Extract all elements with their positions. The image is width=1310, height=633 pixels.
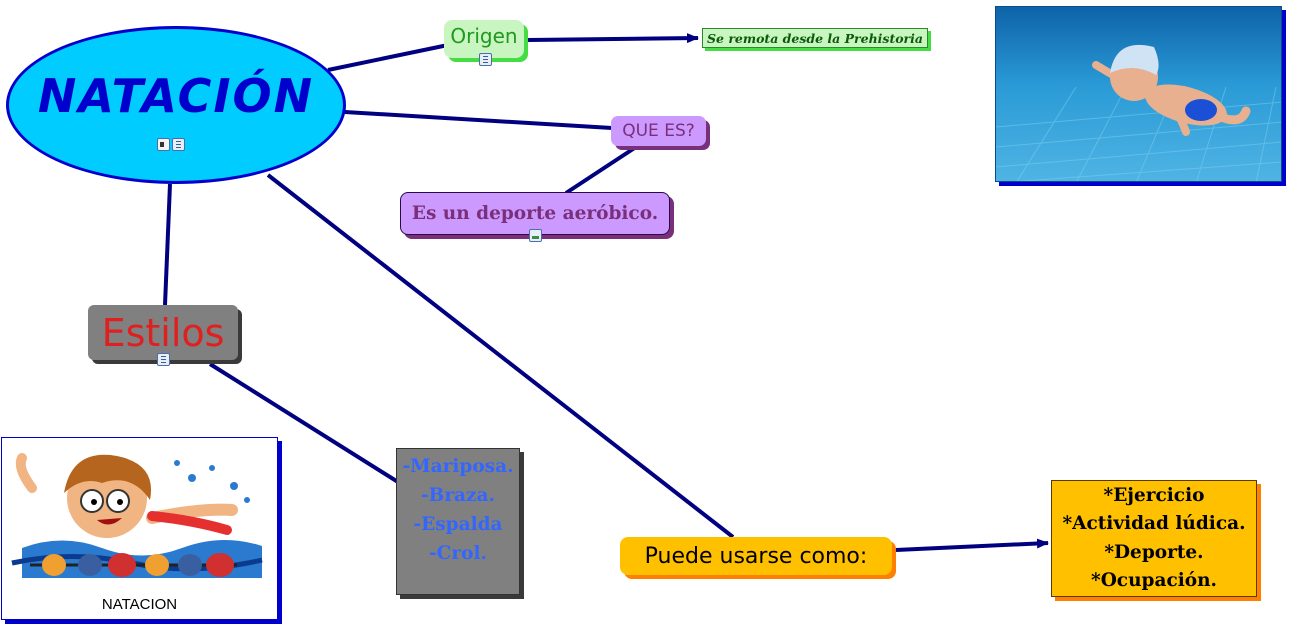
main-concept-node[interactable]: NATACIÓN	[6, 26, 346, 184]
style-item-espalda: -Espalda	[413, 514, 503, 535]
pool-illustration	[996, 44, 1281, 181]
link-estilos-list	[208, 362, 400, 484]
origen-node[interactable]: Origen	[444, 20, 524, 58]
swimming-baby-photo	[995, 6, 1282, 182]
style-item-mariposa: -Mariposa.	[402, 456, 514, 477]
usos-list-node[interactable]: *Ejercicio *Actividad lúdica. *Deporte. …	[1051, 480, 1257, 597]
link-origen-desc	[527, 33, 699, 44]
document-resource-icon[interactable]	[172, 138, 185, 151]
estilos-label: Estilos	[101, 310, 225, 355]
estilos-node[interactable]: Estilos	[88, 305, 238, 360]
cartoon-swimmer-icon	[11, 453, 263, 578]
use-item-ocupacion: *Ocupación.	[1091, 570, 1217, 591]
link-main-que-es	[344, 110, 613, 130]
link-main-usos	[266, 173, 735, 539]
estilos-list: -Mariposa. -Braza. -Espalda -Crol.	[402, 452, 513, 568]
style-item-braza: -Braza.	[421, 485, 495, 506]
link-que-es-deporte	[564, 145, 638, 195]
clipart-caption: NATACION	[101, 596, 178, 613]
que-es-label: QUE ES?	[622, 121, 695, 141]
origen-description-node[interactable]: Se remota desde la Prehistoria	[702, 28, 928, 48]
estilos-document-icon[interactable]	[157, 353, 170, 366]
link-main-origen	[327, 43, 449, 72]
origen-description-text: Se remota desde la Prehistoria	[707, 30, 923, 46]
sound-resource-icon[interactable]	[157, 138, 170, 151]
clipart-swimmer-image: NATACION	[1, 437, 278, 620]
estilos-list-node[interactable]: -Mariposa. -Braza. -Espalda -Crol.	[396, 448, 520, 595]
main-concept-label: NATACIÓN	[37, 69, 315, 123]
origen-document-icon[interactable]	[479, 53, 492, 66]
baby-swimmer-icon	[1092, 44, 1251, 136]
origen-label: Origen	[450, 24, 518, 48]
use-item-deporte: *Deporte.	[1104, 541, 1204, 563]
image-resource-icon[interactable]	[529, 229, 542, 242]
style-item-crol: -Crol.	[429, 543, 487, 564]
use-item-actividad-ludica: *Actividad lúdica.	[1062, 513, 1246, 534]
deporte-aerobico-node[interactable]: Es un deporte aeróbico.	[400, 192, 670, 235]
usos-label: Puede usarse como:	[644, 543, 868, 569]
que-es-node[interactable]: QUE ES?	[611, 116, 706, 146]
link-usos-list	[895, 538, 1049, 552]
use-item-ejercicio: *Ejercicio	[1103, 484, 1205, 506]
usos-list: *Ejercicio *Actividad lúdica. *Deporte. …	[1062, 482, 1245, 596]
usos-node[interactable]: Puede usarse como:	[620, 537, 892, 575]
link-main-estilos	[163, 183, 172, 306]
lane-rope-icon	[30, 553, 237, 577]
deporte-aerobico-label: Es un deporte aeróbico.	[411, 203, 659, 224]
